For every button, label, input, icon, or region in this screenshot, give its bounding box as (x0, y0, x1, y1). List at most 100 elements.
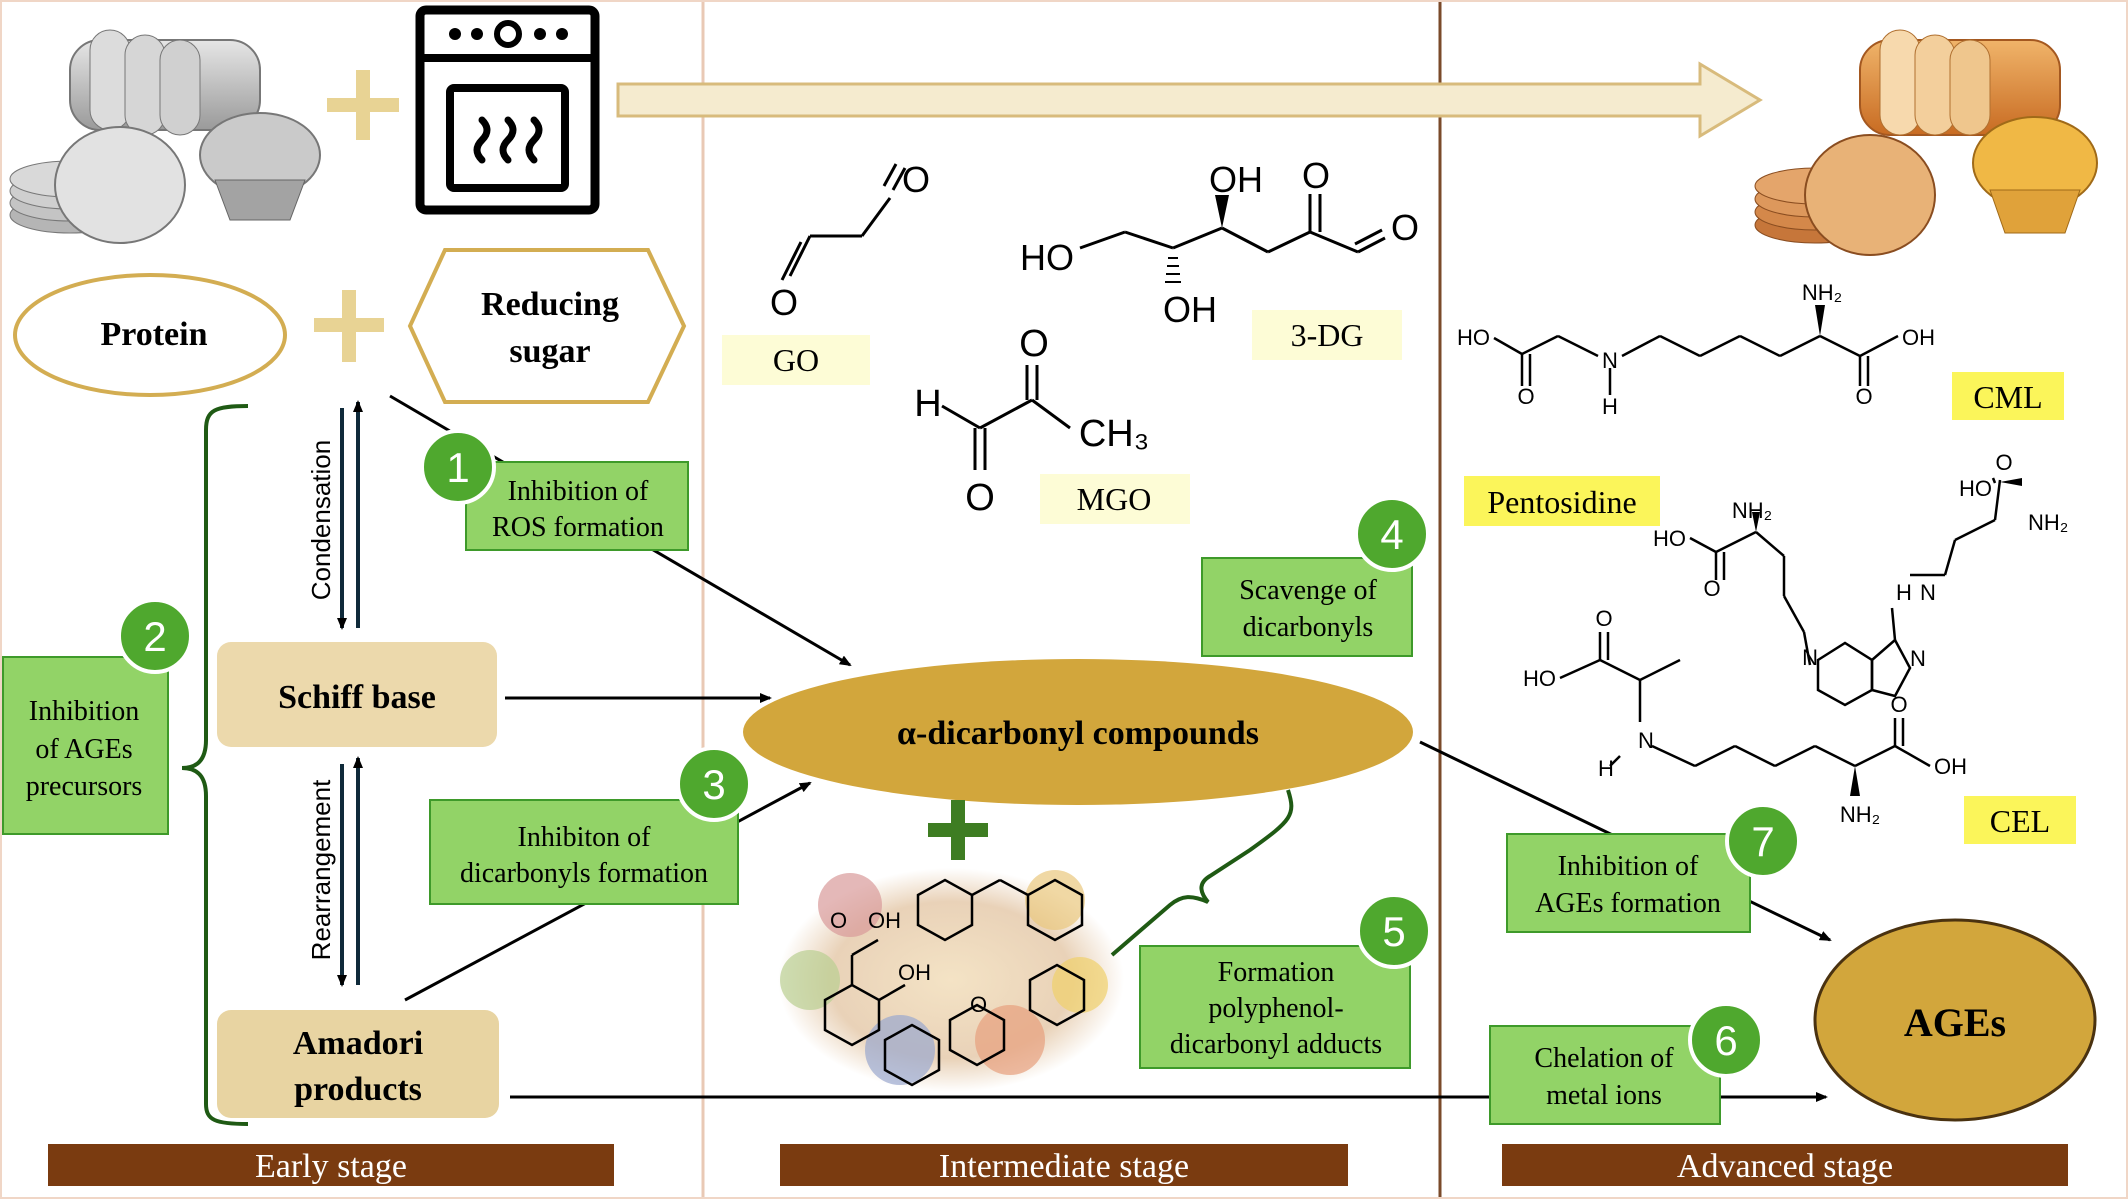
step-7-line-2: AGEs formation (1535, 888, 1721, 919)
cml-hydrogen: H (1602, 394, 1618, 419)
step-3: Inhibiton of dicarbonyls formation 3 (429, 746, 752, 905)
step-2-number: 2 (143, 613, 166, 660)
cel-label-text: CEL (1990, 803, 2050, 839)
pentosidine-n-3: N (1910, 646, 1926, 671)
pentosidine-ho-2: HO (1959, 476, 1992, 501)
go-oxygen-2: O (770, 282, 798, 323)
protein-label: Protein (100, 316, 207, 353)
step-1-number: 1 (446, 444, 469, 491)
amadori-node: Amadori products (217, 1010, 499, 1118)
cel-nitrogen: N (1638, 728, 1654, 753)
pentosidine-wedge-2 (2000, 478, 2022, 486)
cel-oh: OH (1934, 754, 1967, 779)
pentosidine-structure (1689, 477, 2002, 707)
reducing-sugar-node: Reducing sugar (407, 248, 687, 404)
process-arrow (616, 61, 1763, 139)
dicarbonyl-node: α-dicarbonyl compounds (743, 659, 1413, 805)
mgo-oxygen-1: O (1019, 323, 1049, 365)
pentosidine-nh2-2: NH₂ (2028, 510, 2068, 535)
polyphenol-plus-icon (928, 800, 988, 860)
pentosidine-oxygen-1: O (1703, 576, 1720, 601)
cml-nitrogen: N (1602, 348, 1618, 373)
step-2-line-3: precursors (26, 771, 143, 802)
amadori-label-2: products (294, 1071, 422, 1108)
cel-wedge (1850, 766, 1860, 796)
cml-label-text: CML (1973, 379, 2042, 415)
3dg-structure (1079, 194, 1386, 254)
pentosidine-label: Pentosidine (1464, 476, 1660, 526)
step-5-line-1: Formation (1218, 957, 1335, 988)
step-5-number: 5 (1382, 908, 1405, 955)
3dg-label: 3-DG (1252, 310, 1402, 360)
step-7: Inhibition of AGEs formation 7 (1506, 803, 1801, 933)
3dg-oh-bottom: OH (1163, 289, 1217, 330)
cel-ho: HO (1523, 666, 1556, 691)
cml-label: CML (1952, 372, 2064, 420)
schiff-base-node: Schiff base (217, 642, 497, 747)
step-6: Chelation of metal ions 6 (1489, 1002, 1764, 1125)
step-1: Inhibition of ROS formation 1 (420, 429, 689, 551)
dicarbonyl-label: α-dicarbonyl compounds (897, 715, 1259, 752)
stage-bar-advanced: Advanced stage (1502, 1144, 2068, 1186)
amadori-label-1: Amadori (293, 1025, 423, 1062)
step-1-line-1: Inhibition of (508, 476, 649, 507)
cml-structure (1493, 334, 1899, 395)
stage-intermediate-label: Intermediate stage (939, 1148, 1189, 1185)
schiff-base-label: Schiff base (278, 679, 436, 716)
collage-oxygen: O (830, 908, 847, 933)
stage-early-label: Early stage (255, 1148, 407, 1185)
plus-icon-top (327, 70, 399, 140)
cml-oxygen-1: O (1517, 384, 1534, 409)
cml-ho: HO (1457, 325, 1490, 350)
go-oxygen-1: O (902, 159, 930, 200)
step-7-number: 7 (1751, 818, 1774, 865)
mgo-h: H (914, 383, 941, 425)
pentosidine-label-text: Pentosidine (1487, 484, 1636, 520)
stage-advanced-label: Advanced stage (1677, 1148, 1893, 1185)
step-3-number: 3 (702, 761, 725, 808)
step-4: Scavenge of dicarbonyls 4 (1201, 496, 1430, 657)
go-structure (780, 163, 907, 281)
step-2-line-1: Inhibition (29, 696, 139, 727)
3dg-oxygen-2: O (1391, 207, 1419, 248)
ages-label: AGEs (1904, 1000, 2006, 1045)
stage-bar-early: Early stage (48, 1144, 614, 1186)
reducing-sugar-label-1: Reducing (481, 286, 619, 323)
cel-structure (1559, 632, 1931, 768)
rearrangement-label: Rearrangement (306, 779, 336, 960)
step-5: Formation polyphenol- dicarbonyl adducts… (1139, 893, 1432, 1069)
mgo-oxygen-2: O (965, 477, 995, 519)
go-label-text: GO (773, 342, 819, 378)
protein-node: Protein (13, 273, 287, 397)
step-5-line-2: polyphenol- (1208, 993, 1343, 1024)
pentosidine-oxygen-2: O (1995, 450, 2012, 475)
step-6-number: 6 (1714, 1017, 1737, 1064)
mgo-label: MGO (1040, 474, 1190, 524)
cml-nh2: NH₂ (1802, 280, 1842, 305)
step-5-line-3: dicarbonyl adducts (1170, 1029, 1382, 1060)
step-4-line-1: Scavenge of (1239, 575, 1377, 606)
step-1-line-2: ROS formation (492, 512, 664, 543)
step-3-line-2: dicarbonyls formation (460, 858, 708, 889)
ages-node: AGEs (1813, 918, 2097, 1122)
collage-oxygen-2: O (970, 992, 987, 1017)
condensation-arrows: Condensation (306, 400, 363, 630)
adduct-bracket (1110, 789, 1294, 957)
oven-icon (415, 5, 600, 215)
cml-oxygen-2: O (1855, 384, 1872, 409)
stage-bar-intermediate: Intermediate stage (780, 1144, 1348, 1186)
3dg-hash (1165, 257, 1181, 283)
cel-oxygen-2: O (1890, 692, 1907, 717)
cel-hydrogen: H (1598, 756, 1614, 781)
step-6-line-2: metal ions (1546, 1080, 1662, 1111)
go-label: GO (722, 335, 870, 385)
pentosidine-n-2: N (1920, 580, 1936, 605)
3dg-wedge (1215, 195, 1229, 228)
step-7-line-1: Inhibition of (1558, 851, 1699, 882)
step-4-number: 4 (1380, 511, 1403, 558)
step-6-line-1: Chelation of (1534, 1043, 1674, 1074)
collage-oh-1: OH (868, 908, 901, 933)
pentosidine-ho-1: HO (1653, 526, 1686, 551)
